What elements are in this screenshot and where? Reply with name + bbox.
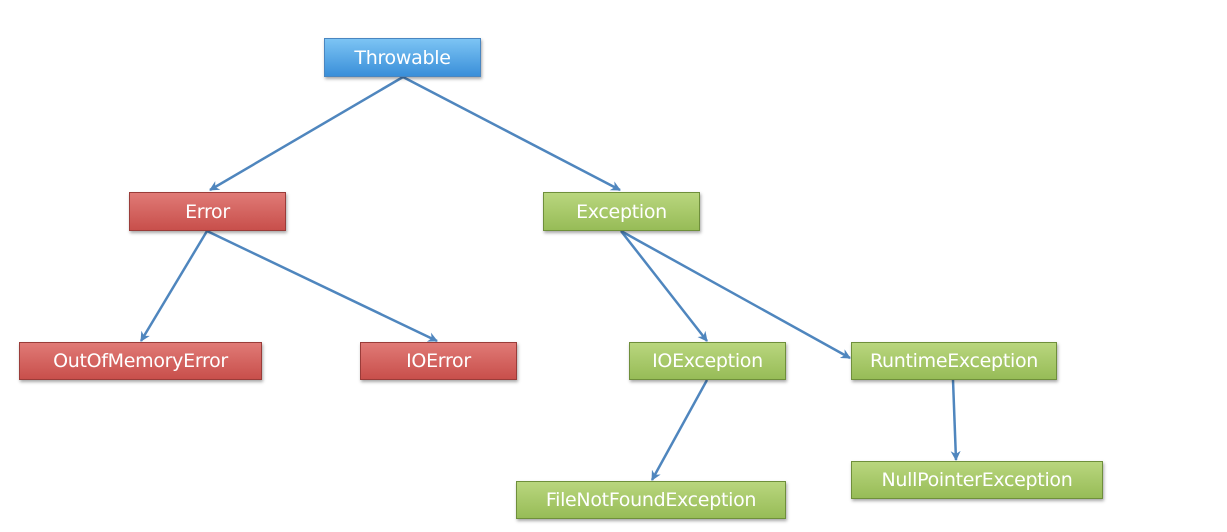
node-error: Error — [129, 192, 286, 231]
edge-error-outofmemoryerror — [139, 230, 209, 342]
edge-runtimeexception-nullpointerexception — [950, 379, 961, 461]
node-ioexception: IOException — [629, 342, 786, 380]
edge-exception-ioexception — [620, 230, 708, 342]
node-outofmemoryerror: OutOfMemoryError — [19, 342, 262, 380]
node-ioerror: IOError — [360, 342, 517, 380]
node-filenotfoundexception: FileNotFoundException — [516, 481, 786, 519]
edge-throwable-error — [209, 75, 404, 192]
node-runtimeexception: RuntimeException — [851, 342, 1057, 380]
edge-throwable-exception — [402, 75, 621, 192]
edge-exception-runtimeexception — [620, 229, 851, 360]
edge-error-ioerror — [206, 229, 438, 343]
node-nullpointerexception: NullPointerException — [851, 461, 1103, 499]
edge-ioexception-filenotfoundexception — [650, 379, 709, 481]
node-throwable: Throwable — [324, 38, 481, 77]
node-exception: Exception — [543, 192, 700, 231]
